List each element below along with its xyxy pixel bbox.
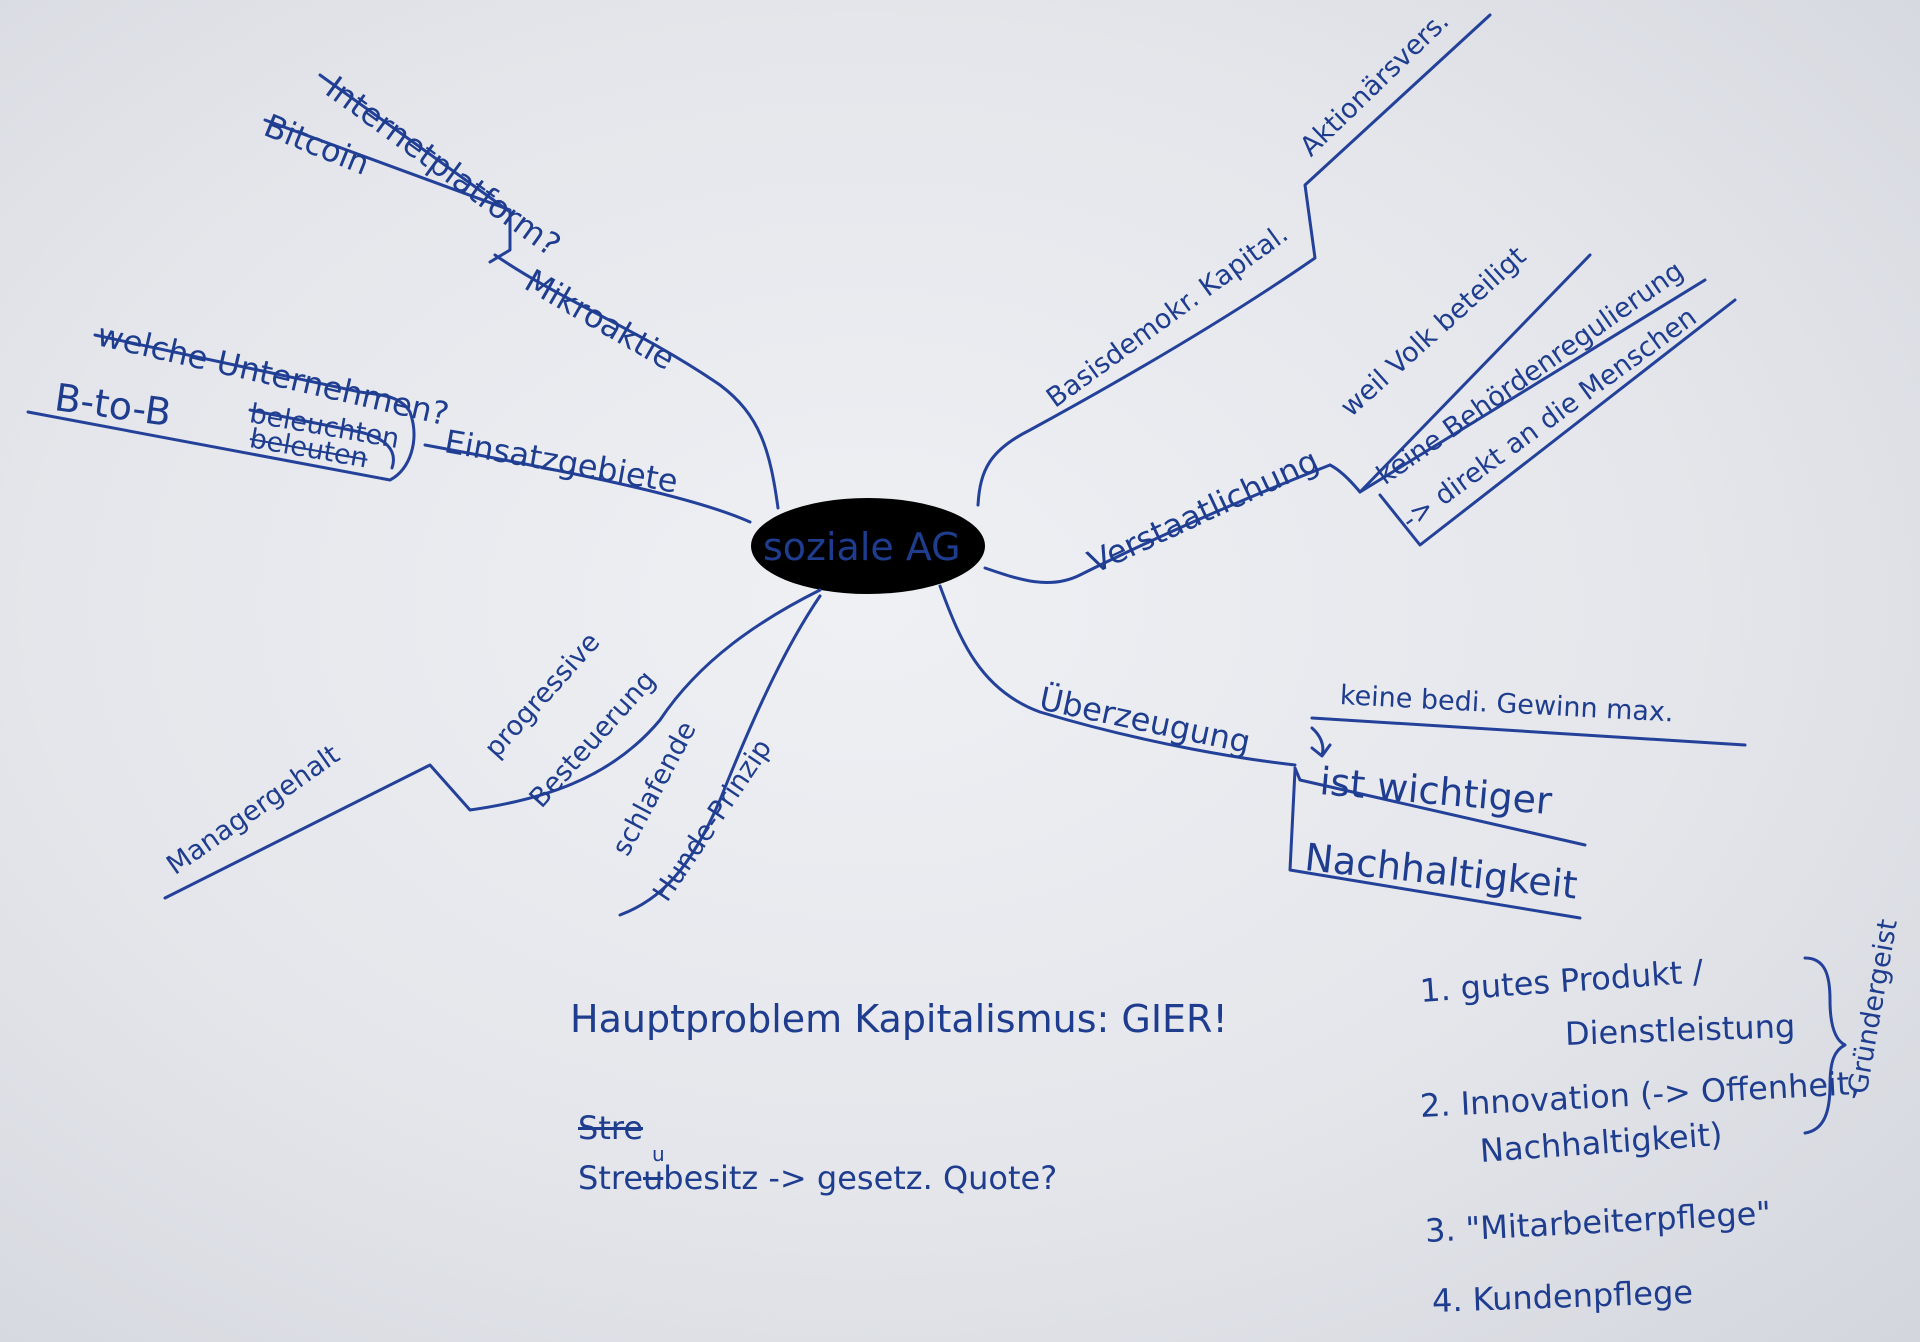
- note-strikethrough: Stre: [578, 1109, 643, 1147]
- line-progressive: [163, 588, 822, 900]
- list-item-1-line2: Dienstleistung: [1564, 1006, 1796, 1053]
- central-node-label: soziale AG: [763, 525, 961, 569]
- line-basisdemokr: [976, 13, 1492, 507]
- line-gewinn: [1310, 716, 1747, 747]
- note-streubesitz-rest: besitz -> gesetz. Quote?: [663, 1159, 1058, 1197]
- line-mikroaktie: [493, 253, 780, 510]
- line-b2b: [26, 333, 416, 482]
- line-behoerden: [1358, 278, 1707, 494]
- central-node-outline: [751, 498, 985, 594]
- line-nachhaltigkeit: [1288, 768, 1582, 920]
- list-bracket: [1803, 956, 1847, 1135]
- list-item-4: 4. Kundenpflege: [1431, 1272, 1694, 1320]
- line-ueberzeugung: [938, 584, 1297, 767]
- note-streubesitz: Streubesitz -> gesetz. Quote?: [578, 1162, 1057, 1194]
- note-streubesitz-struck: u: [643, 1159, 664, 1197]
- line-schlafende: [618, 594, 822, 917]
- note-hauptproblem: Hauptproblem Kapitalismus: GIER!: [570, 997, 1228, 1041]
- line-verstaatlichung: [983, 463, 1332, 585]
- line-wichtiger: [1293, 766, 1587, 847]
- line-einsatzgebiete: [423, 443, 752, 524]
- line-internetplatform: [318, 73, 512, 214]
- note-streubesitz-insert: u: [652, 1142, 665, 1166]
- arrow-ueberzeugung: [1310, 726, 1332, 758]
- line-direkt: [1378, 298, 1737, 547]
- line-bitcoin: [263, 118, 512, 264]
- line-beleuchten-box: [248, 408, 395, 470]
- note-streubesitz-prefix: Stre: [578, 1159, 643, 1197]
